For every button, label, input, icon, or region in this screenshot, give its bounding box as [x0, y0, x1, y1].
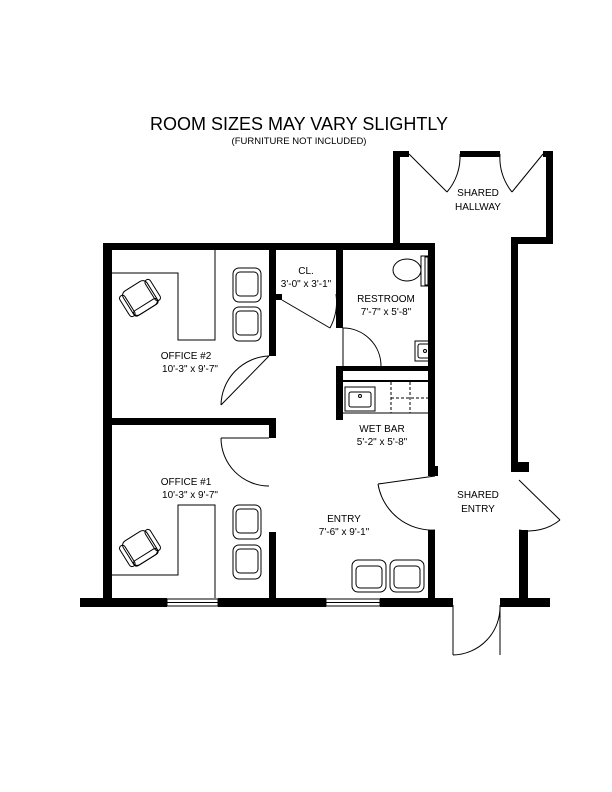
desk-icon — [112, 504, 216, 598]
entry-label: ENTRY — [327, 514, 361, 525]
restroom-fixtures — [392, 255, 435, 362]
shared-hallway-label-line2: HALLWAY — [455, 202, 501, 213]
desk-chair-icon — [119, 278, 161, 318]
guest-chair-icon — [232, 504, 262, 540]
restroom-label: RESTROOM — [357, 294, 415, 305]
windows — [166, 598, 381, 607]
guest-chair-icon — [351, 559, 387, 593]
office-2-label: OFFICE #2 — [161, 351, 212, 362]
entry-size: 7'-6" x 9'-1" — [319, 527, 370, 538]
office-1-label: OFFICE #1 — [161, 477, 212, 488]
plan-title: ROOM SIZES MAY VARY SLIGHTLY — [150, 114, 448, 134]
room-labels: SHARED HALLWAY CL. 3'-0" x 3'-1" RESTROO… — [161, 188, 502, 538]
wet-bar-sink-icon — [344, 386, 376, 412]
wet-bar-fixtures — [343, 382, 428, 414]
guest-chair-icon — [389, 559, 425, 593]
closet-size: 3'-0" x 3'-1" — [281, 279, 332, 290]
closet-label: CL. — [298, 266, 314, 277]
office-1-furniture — [112, 504, 262, 598]
shared-hallway-label-line1: SHARED — [457, 188, 499, 199]
wet-bar-label: WET BAR — [359, 424, 404, 435]
restroom-size: 7'-7" x 5'-8" — [361, 307, 412, 318]
desk-icon — [112, 250, 216, 341]
desk-chair-icon — [119, 528, 161, 568]
office-2-size: 10'-3" x 9'-7" — [162, 364, 218, 375]
restroom-sink-icon — [414, 340, 435, 362]
shared-entry-label-line2: ENTRY — [461, 504, 495, 515]
plan-subtitle: (FURNITURE NOT INCLUDED) — [232, 136, 367, 147]
exterior-walls — [80, 151, 553, 607]
office-1-size: 10'-3" x 9'-7" — [162, 490, 218, 501]
interior-walls — [112, 250, 428, 600]
doors — [220, 153, 561, 656]
wet-bar-size: 5'-2" x 5'-8" — [357, 437, 408, 448]
guest-chair-icon — [232, 267, 262, 303]
guest-chair-icon — [232, 544, 262, 580]
shared-entry-label-line1: SHARED — [457, 490, 499, 501]
guest-chair-icon — [232, 306, 262, 342]
office-2-furniture — [112, 250, 262, 342]
toilet-icon — [392, 255, 430, 287]
entry-furniture — [351, 559, 425, 593]
